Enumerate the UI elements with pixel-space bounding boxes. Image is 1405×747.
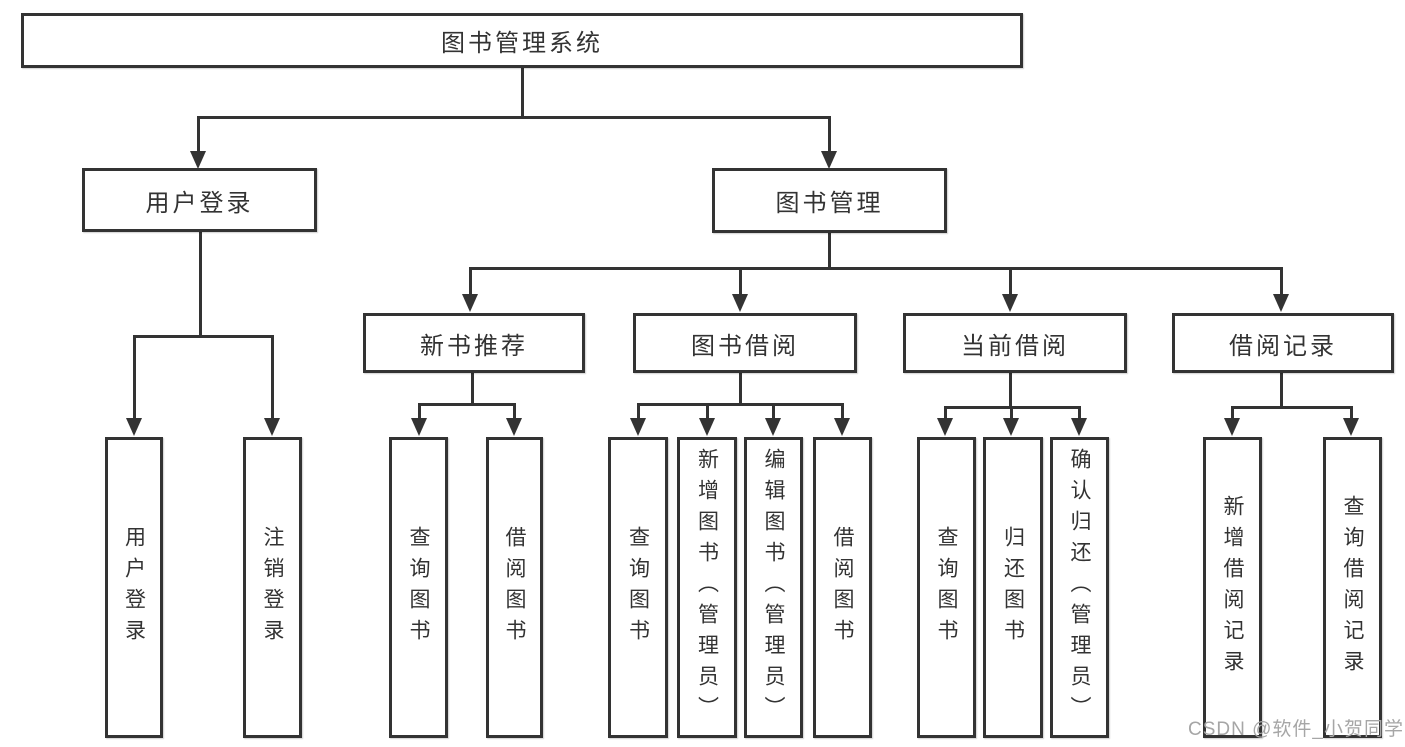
arrow-down-icon [1273, 294, 1289, 312]
connector-to-book-borrow [739, 267, 742, 298]
connector-user-login-bar [133, 335, 274, 338]
arrow-down-icon [126, 418, 142, 436]
leaf-user-login: 用户登录 [105, 437, 163, 738]
arrow-down-icon [190, 151, 206, 169]
connector-book-mgmt-drop [828, 233, 831, 270]
arrow-down-icon [1224, 418, 1240, 436]
leaf-recommend-query-books: 查询图书 [389, 437, 448, 738]
connector-to-bb-borrow [841, 403, 844, 422]
leaf-current-return-books-label: 归还图书 [1001, 525, 1025, 650]
leaf-records-add-record-label: 新增借阅记录 [1221, 494, 1244, 681]
connector-to-bb-edit [772, 403, 775, 422]
leaf-borrow-add-books: 新增图书（管理员） [677, 437, 737, 738]
connector-to-cb-confirm [1078, 406, 1081, 422]
connector-to-leaf-user-login [133, 335, 136, 421]
arrow-down-icon [821, 151, 837, 169]
node-borrow-records-label: 借阅记录 [1229, 332, 1337, 360]
node-user-login-label: 用户登录 [145, 189, 254, 217]
connector-to-bb-add [706, 403, 709, 422]
arrow-down-icon [1003, 418, 1019, 436]
connector-user-login-drop [199, 232, 202, 338]
connector-to-current-borrow [1009, 267, 1012, 298]
node-new-book-recommend-label: 新书推荐 [420, 332, 528, 360]
connector-level3-bar [469, 267, 1282, 270]
leaf-current-query-books-label: 查询图书 [935, 525, 958, 650]
leaf-borrow-add-books-label: 新增图书（管理员） [695, 448, 719, 727]
leaf-borrow-query-books: 查询图书 [608, 437, 668, 738]
leaf-recommend-borrow-books: 借阅图书 [486, 437, 543, 738]
connector-book-borrow-drop [739, 373, 742, 406]
arrow-down-icon [630, 418, 646, 436]
arrow-down-icon [462, 294, 478, 312]
arrow-down-icon [1071, 418, 1087, 436]
node-root-label: 图书管理系统 [441, 30, 603, 57]
leaf-borrow-edit-books: 编辑图书（管理员） [744, 437, 803, 738]
leaf-recommend-query-books-label: 查询图书 [407, 525, 430, 650]
node-book-borrow-label: 图书借阅 [691, 332, 799, 360]
connector-to-rec-query [418, 403, 421, 422]
connector-to-bb-query [637, 403, 640, 422]
connector-level1-bar [197, 116, 831, 119]
connector-current-borrow-drop [1009, 373, 1012, 409]
leaf-records-add-record: 新增借阅记录 [1203, 437, 1262, 738]
connector-to-new-book-recommend [469, 267, 472, 298]
leaf-user-login-label: 用户登录 [122, 525, 146, 650]
connector-to-leaf-logout [271, 335, 274, 421]
arrow-down-icon [1343, 418, 1359, 436]
leaf-records-query-record-label: 查询借阅记录 [1341, 494, 1364, 681]
connector-to-cb-return [1010, 406, 1013, 422]
connector-to-book-management [828, 116, 831, 154]
leaf-borrow-query-books-label: 查询图书 [626, 525, 650, 650]
connector-borrow-records-drop [1280, 373, 1283, 409]
connector-to-br-add [1231, 406, 1234, 422]
leaf-borrow-borrow-books-label: 借阅图书 [831, 525, 854, 650]
node-user-login: 用户登录 [82, 168, 317, 232]
leaf-current-confirm-return: 确认归还（管理员） [1050, 437, 1109, 738]
connector-to-cb-query [944, 406, 947, 422]
connector-to-user-login [197, 116, 200, 154]
arrow-down-icon [834, 418, 850, 436]
leaf-records-query-record: 查询借阅记录 [1323, 437, 1382, 738]
connector-to-rec-borrow [513, 403, 516, 422]
watermark: CSDN @软件_小贺同学 [1188, 719, 1404, 740]
node-book-management-label: 图书管理 [775, 190, 884, 217]
leaf-recommend-borrow-books-label: 借阅图书 [503, 525, 526, 650]
connector-root-drop [521, 68, 524, 119]
node-new-book-recommend: 新书推荐 [363, 313, 585, 373]
arrow-down-icon [411, 418, 427, 436]
leaf-logout: 注销登录 [243, 437, 302, 738]
arrow-down-icon [264, 418, 280, 436]
leaf-current-return-books: 归还图书 [983, 437, 1043, 738]
leaf-current-query-books: 查询图书 [917, 437, 976, 738]
connector-to-borrow-records [1280, 267, 1283, 298]
arrow-down-icon [1002, 294, 1018, 312]
arrow-down-icon [506, 418, 522, 436]
connector-book-borrow-bar [637, 403, 844, 406]
node-book-borrow: 图书借阅 [633, 313, 857, 373]
arrow-down-icon [732, 294, 748, 312]
leaf-borrow-edit-books-label: 编辑图书（管理员） [762, 448, 785, 727]
arrow-down-icon [937, 418, 953, 436]
connector-recommend-drop [471, 373, 474, 406]
node-book-management: 图书管理 [712, 168, 947, 233]
arrow-down-icon [765, 418, 781, 436]
node-root: 图书管理系统 [21, 13, 1023, 68]
node-current-borrow: 当前借阅 [903, 313, 1127, 373]
node-current-borrow-label: 当前借阅 [961, 332, 1069, 360]
arrow-down-icon [699, 418, 715, 436]
connector-recommend-bar [418, 403, 516, 406]
connector-borrow-records-bar [1231, 406, 1353, 409]
leaf-current-confirm-return-label: 确认归还（管理员） [1068, 448, 1091, 727]
leaf-borrow-borrow-books: 借阅图书 [813, 437, 872, 738]
leaf-logout-label: 注销登录 [261, 525, 284, 650]
node-borrow-records: 借阅记录 [1172, 313, 1394, 373]
connector-to-br-query [1350, 406, 1353, 422]
